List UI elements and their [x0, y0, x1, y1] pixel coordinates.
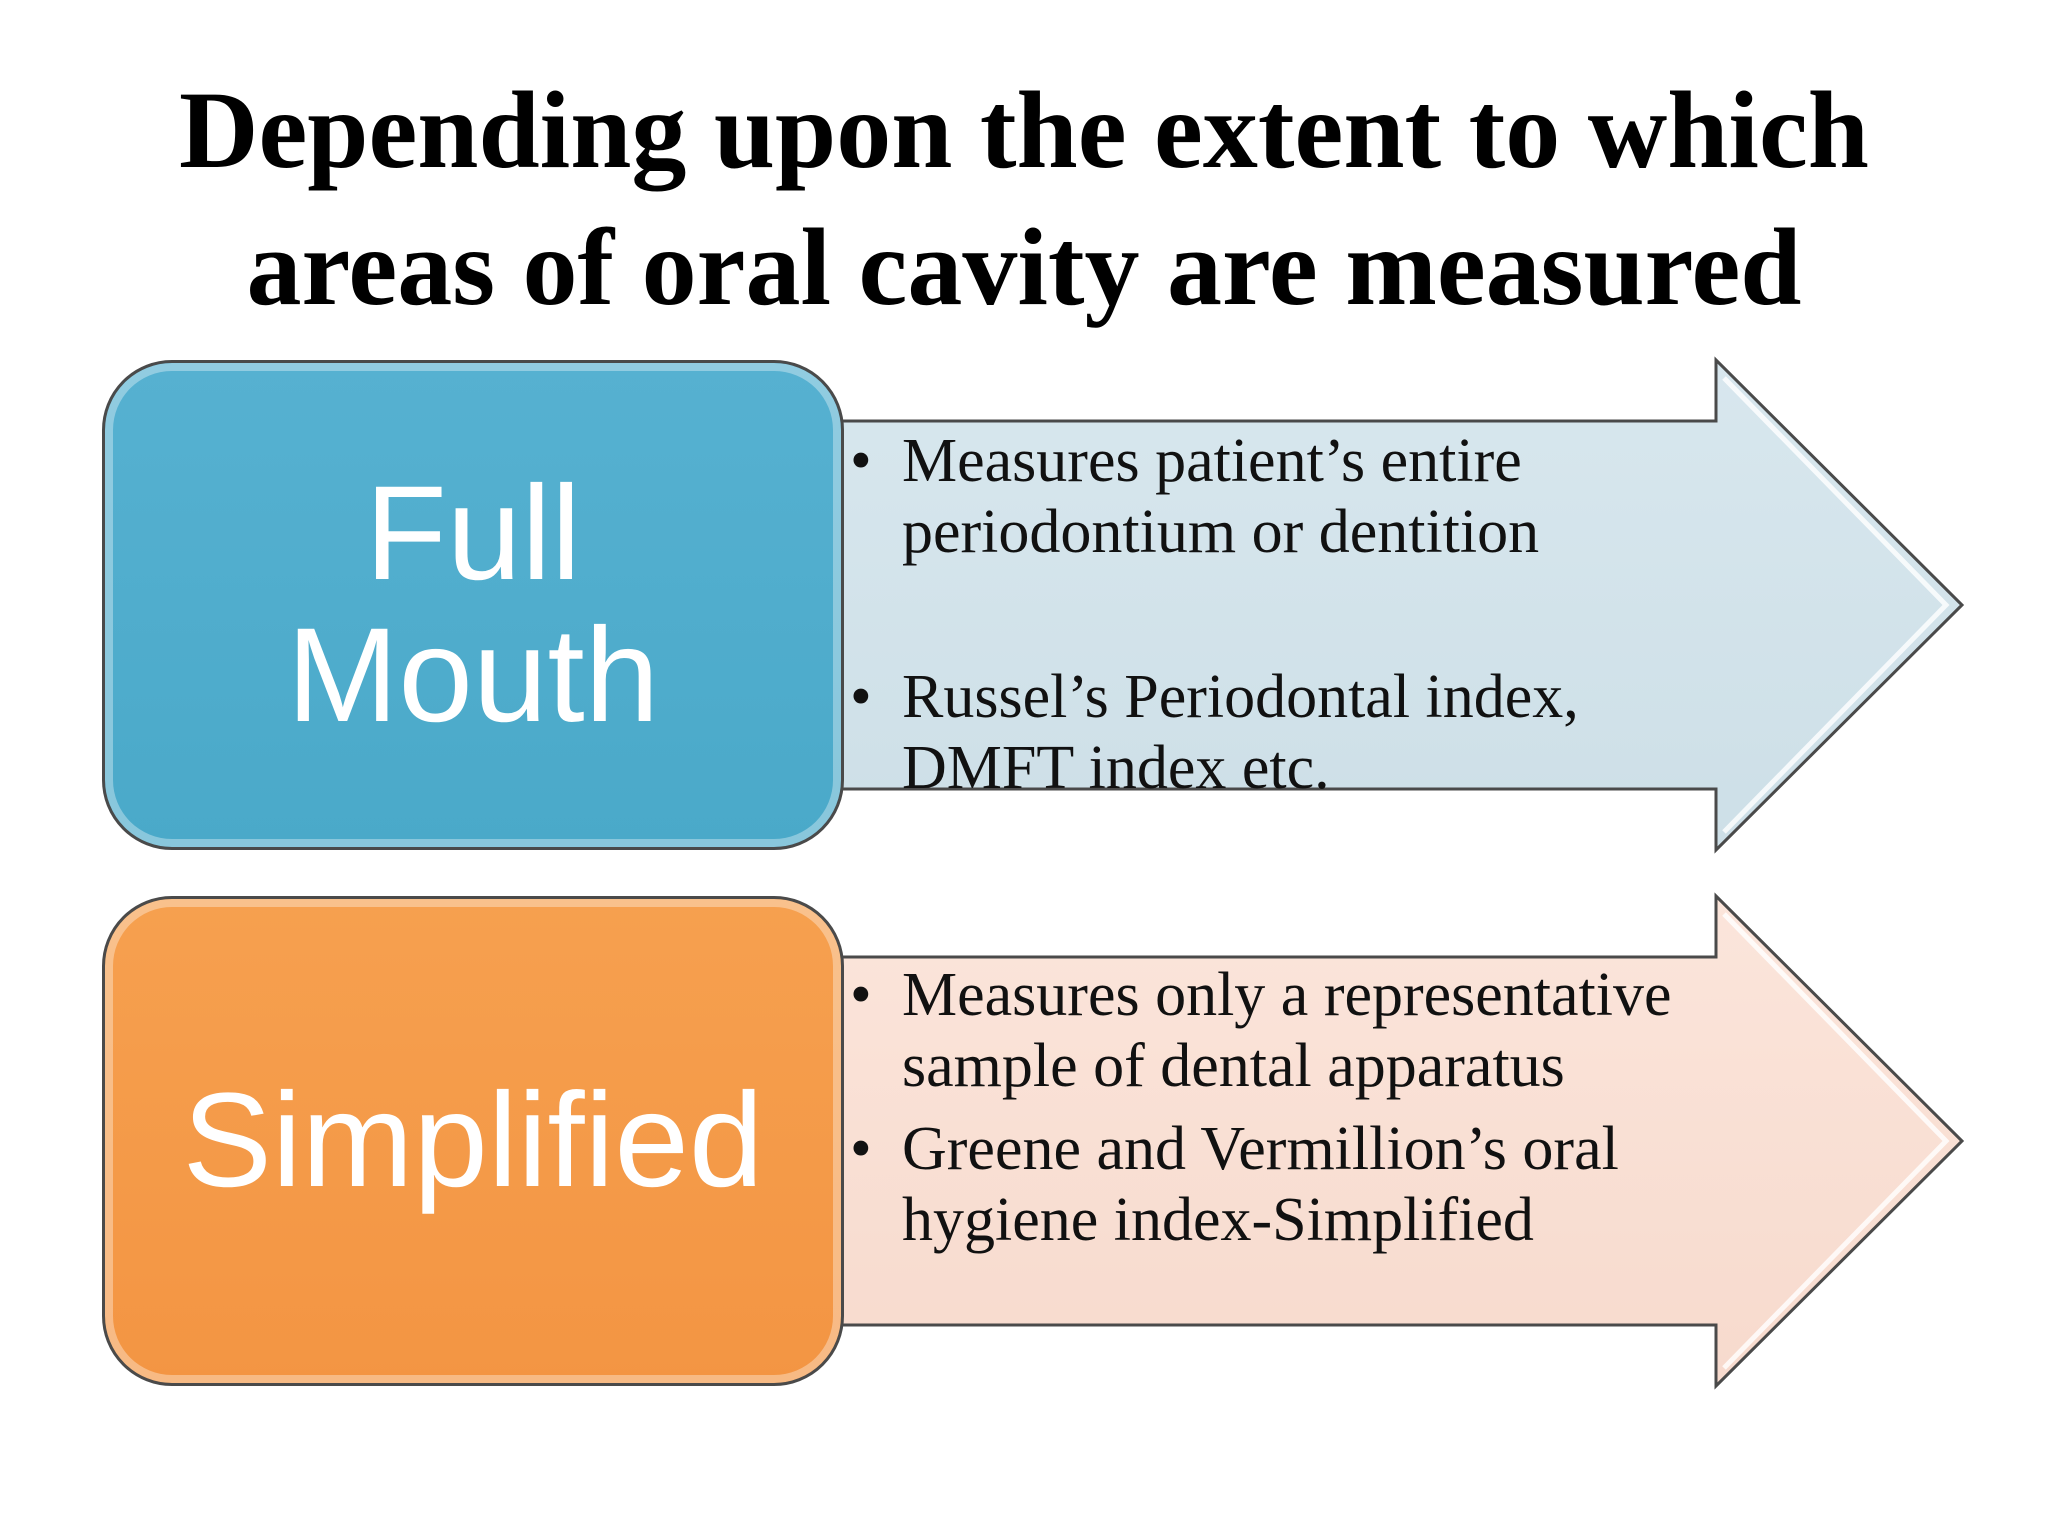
- full-mouth-label-line-2: Mouth: [286, 601, 660, 750]
- bullet-line: Russel’s Periodontal index,: [902, 663, 1579, 731]
- bullet-line: periodontium or dentition: [902, 498, 1540, 566]
- bullet-item: • Measures only a representative sample …: [850, 960, 1850, 1102]
- full-mouth-arrow-highlight: [1722, 376, 1950, 834]
- bullet-marker: •: [850, 1115, 872, 1183]
- bullet-item: • Measures patient’s entire periodontium…: [850, 426, 1850, 568]
- bullet-line: Greene and Vermillion’s oral: [902, 1115, 1619, 1183]
- bullet-line: Measures only a representative: [902, 961, 1672, 1029]
- bullet-line: Measures patient’s entire: [902, 427, 1522, 495]
- title-line-2: areas of oral cavity are measured: [246, 206, 1802, 328]
- bullet-marker: •: [850, 961, 872, 1029]
- bullet-line: sample of dental apparatus: [902, 1032, 1565, 1100]
- simplified-label-line-1: Simplified: [182, 1066, 764, 1215]
- bullet-marker: •: [850, 663, 872, 731]
- simplified-arrow-highlight: [1722, 912, 1950, 1370]
- simplified-arrow: [818, 892, 1965, 1390]
- full-mouth-arrow: [818, 356, 1965, 854]
- simplified-box: Simplified: [102, 896, 844, 1386]
- bullet-line: DMFT index etc.: [902, 734, 1330, 802]
- title-line-1: Depending upon the extent to which: [179, 69, 1869, 191]
- full-mouth-box: Full Mouth: [102, 360, 844, 850]
- bullet-marker: •: [850, 427, 872, 495]
- bullet-item: • Greene and Vermillion’s oral hygiene i…: [850, 1114, 1850, 1256]
- bullet-line: hygiene index-Simplified: [902, 1186, 1534, 1254]
- full-mouth-label-line-1: Full: [365, 459, 581, 608]
- slide-title: Depending upon the extent to which areas…: [100, 62, 1948, 336]
- bullet-item: • Russel’s Periodontal index, DMFT index…: [850, 662, 1850, 804]
